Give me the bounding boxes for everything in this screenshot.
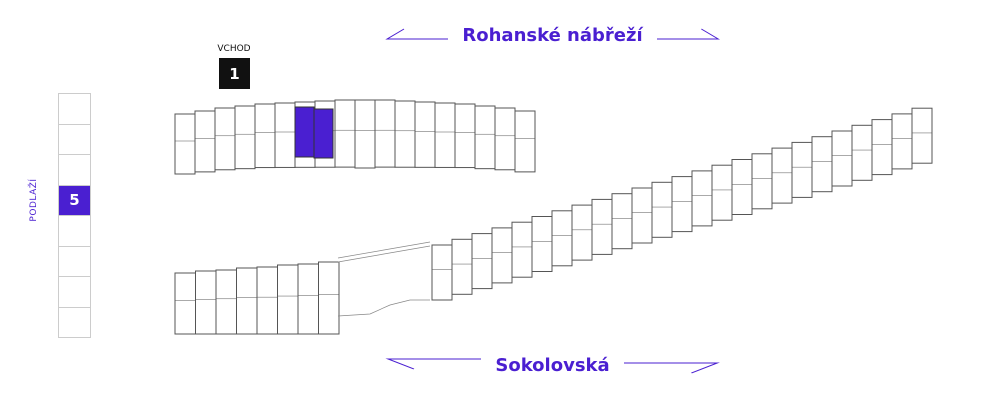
apartment-unit[interactable]	[791, 141, 813, 198]
apartment-unit[interactable]	[811, 136, 833, 193]
apartment-unit[interactable]	[451, 238, 473, 295]
floor-8[interactable]: 8	[59, 94, 90, 125]
apartment-unit[interactable]	[691, 170, 713, 227]
highlighted-apartment[interactable]	[313, 108, 334, 159]
floor-4[interactable]: 4	[59, 216, 90, 247]
floor-3[interactable]: 3	[59, 247, 90, 277]
highlighted-apartment[interactable]	[294, 106, 315, 158]
floor-5[interactable]: 5	[59, 185, 90, 216]
arrow-left-icon	[385, 28, 449, 40]
apartment-unit[interactable]	[671, 176, 693, 233]
apartment-unit[interactable]	[414, 101, 436, 168]
street-label-top: Rohanské nábřeží	[385, 20, 720, 50]
apartment-unit[interactable]	[236, 267, 258, 335]
apartment-unit[interactable]	[611, 193, 633, 250]
apartment-unit[interactable]	[334, 99, 356, 168]
apartment-unit[interactable]	[274, 102, 296, 168]
apartment-unit[interactable]	[711, 164, 733, 221]
apartment-unit[interactable]	[297, 263, 319, 335]
apartment-unit[interactable]	[771, 147, 793, 204]
floor-selector: 8 7 6 5 4 3 2 1	[58, 93, 91, 338]
floor-2[interactable]: 2	[59, 277, 90, 308]
apartment-unit[interactable]	[214, 107, 236, 171]
apartment-unit[interactable]	[571, 204, 593, 261]
apartment-unit[interactable]	[511, 221, 533, 278]
entrance-button[interactable]: 1	[219, 58, 250, 89]
apartment-unit[interactable]	[491, 227, 513, 284]
apartment-unit[interactable]	[891, 113, 913, 170]
apartment-unit[interactable]	[591, 198, 613, 255]
arrow-left-icon	[385, 358, 482, 370]
apartment-unit[interactable]	[194, 110, 216, 173]
apartment-unit[interactable]	[256, 266, 278, 335]
floor-6[interactable]: 6	[59, 155, 90, 186]
apartment-unit[interactable]	[751, 153, 773, 210]
apartment-unit[interactable]	[277, 264, 299, 335]
floor-7[interactable]: 7	[59, 125, 90, 155]
apartment-unit[interactable]	[354, 99, 376, 169]
apartment-unit[interactable]	[514, 110, 536, 173]
apartment-unit[interactable]	[174, 113, 196, 175]
arrow-right-icon	[623, 362, 720, 374]
apartment-unit[interactable]	[474, 105, 496, 170]
apartment-unit[interactable]	[195, 270, 217, 335]
apartment-unit[interactable]	[471, 233, 493, 290]
apartment-unit[interactable]	[851, 124, 873, 181]
apartment-unit[interactable]	[318, 261, 340, 335]
apartment-unit[interactable]	[374, 99, 396, 168]
entrance-label: VCHOD	[217, 44, 251, 54]
apartment-unit[interactable]	[494, 107, 516, 171]
apartment-unit[interactable]	[394, 100, 416, 168]
apartment-unit[interactable]	[911, 107, 933, 164]
street-label-bottom: Sokolovská	[385, 350, 720, 380]
apartment-unit[interactable]	[254, 103, 276, 169]
apartment-unit[interactable]	[434, 102, 456, 168]
street-name: Rohanské nábřeží	[462, 24, 643, 46]
arrow-right-icon	[656, 28, 720, 40]
apartment-unit[interactable]	[551, 210, 573, 267]
apartment-unit[interactable]	[431, 244, 453, 301]
apartment-unit[interactable]	[731, 159, 753, 215]
apartment-unit[interactable]	[215, 269, 237, 335]
street-name: Sokolovská	[495, 354, 610, 376]
apartment-unit[interactable]	[871, 119, 893, 176]
apartment-unit[interactable]	[234, 105, 256, 170]
apartment-unit[interactable]	[651, 181, 673, 238]
apartment-unit[interactable]	[631, 187, 653, 244]
apartment-unit[interactable]	[831, 130, 853, 187]
apartment-unit[interactable]	[174, 272, 196, 335]
apartment-unit[interactable]	[531, 216, 553, 272]
apartment-unit[interactable]	[454, 103, 476, 169]
